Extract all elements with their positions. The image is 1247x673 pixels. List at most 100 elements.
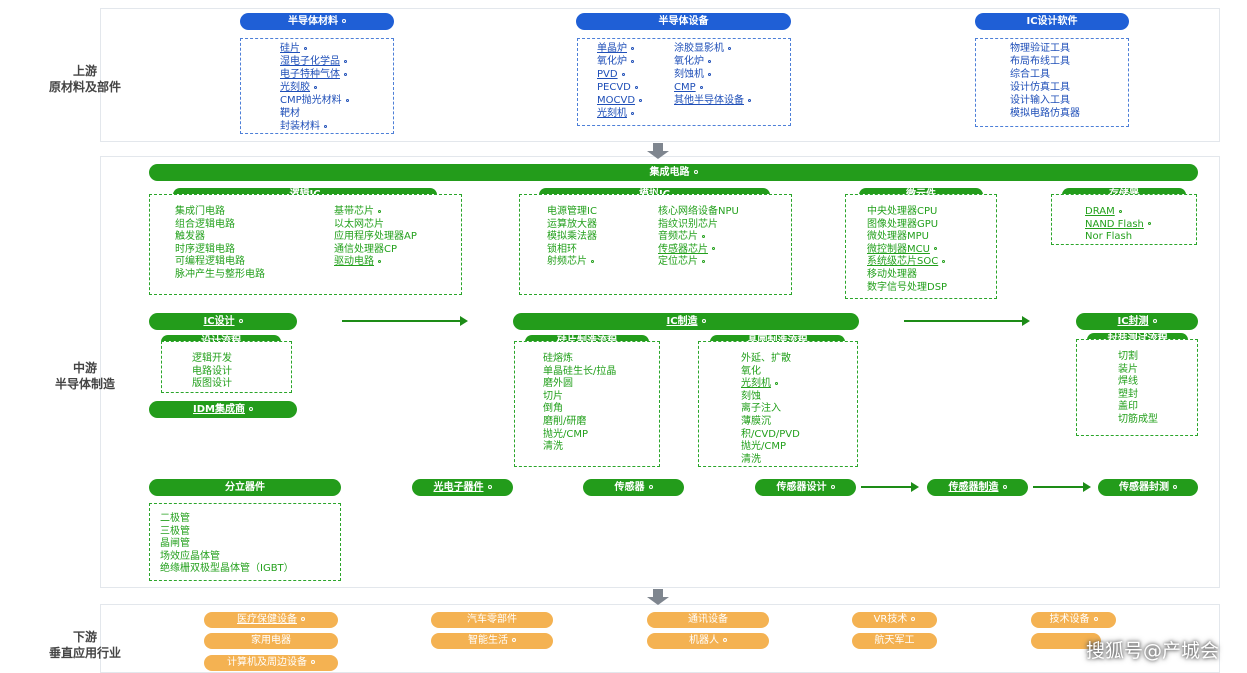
list-item[interactable]: 硅片 <box>280 43 307 56</box>
list-item: CMP抛光材料 <box>280 95 349 108</box>
list-item[interactable]: 驱动电路 <box>334 256 381 269</box>
downstream-item[interactable]: 家用电器 <box>204 633 338 649</box>
list-item[interactable]: 湿电子化学品 <box>280 56 347 69</box>
list-item[interactable]: NAND Flash <box>1085 219 1151 232</box>
downstream-item[interactable]: 通讯设备 <box>647 612 769 628</box>
flow-arrow-icon <box>1033 482 1091 492</box>
list-item: 模拟乘法器 <box>547 231 597 243</box>
list-item: 以太网芯片 <box>334 218 384 230</box>
ic-design-header[interactable]: IC设计 <box>149 313 297 330</box>
downstream-item[interactable]: 技术设备 <box>1031 612 1116 628</box>
list-item: 锁相环 <box>547 243 577 255</box>
micro-box <box>845 194 997 299</box>
list-item: 核心网络设备NPU <box>658 206 739 217</box>
ic-header[interactable]: 集成电路 <box>149 164 1198 181</box>
list-item: 氧化炉 <box>597 56 634 69</box>
list-item[interactable]: DRAM <box>1085 206 1122 219</box>
fab-flow-box <box>698 341 858 467</box>
list-item: 电源管理IC <box>547 206 597 217</box>
list-item: 版图设计 <box>192 378 232 390</box>
optoelectronic-header[interactable]: 光电子器件 <box>412 479 513 496</box>
list-item: 靶材 <box>280 108 300 119</box>
list-item: 综合工具 <box>1010 69 1050 80</box>
list-item: 薄膜沉 <box>741 416 771 427</box>
list-item: 积/CVD/PVD <box>741 428 800 440</box>
list-item: 清洗 <box>543 441 563 453</box>
list-item: 图像处理器GPU <box>867 218 939 230</box>
list-item: 倒角 <box>543 403 563 415</box>
downstream-item[interactable]: 智能生活 <box>431 633 553 649</box>
list-item: 切割 <box>1118 351 1138 362</box>
list-item: 刻蚀机 <box>674 69 711 82</box>
eda-box <box>975 38 1129 127</box>
ic-manufacture-header[interactable]: IC制造 <box>513 313 859 330</box>
downstream-item[interactable]: 计算机及周边设备 <box>204 655 338 671</box>
logic-ic-box <box>149 194 462 295</box>
flow-arrow-icon <box>904 316 1030 326</box>
list-item: PECVD <box>597 82 638 95</box>
list-item: 硅熔炼 <box>543 353 573 364</box>
equipment-box <box>577 38 791 126</box>
list-item[interactable]: PVD <box>597 69 625 82</box>
list-item: 定位芯片 <box>658 256 705 269</box>
list-item: 塑封 <box>1118 388 1138 400</box>
list-item: 集成门电路 <box>175 206 225 217</box>
sensor-package-header[interactable]: 传感器封测 <box>1098 479 1198 496</box>
list-item[interactable]: 系统级芯片SOC <box>867 256 946 269</box>
downstream-item[interactable]: 医疗保健设备 <box>204 612 338 628</box>
list-item[interactable]: CMP <box>674 82 703 95</box>
discrete-box <box>149 503 341 581</box>
list-item: 磨削/研磨 <box>543 416 587 427</box>
list-item: 焊线 <box>1118 376 1138 388</box>
equipment-header[interactable]: 半导体设备 <box>576 13 791 30</box>
list-item[interactable]: 电子特种气体 <box>280 69 347 82</box>
discrete-header[interactable]: 分立器件 <box>149 479 341 496</box>
list-item[interactable]: MOCVD <box>597 95 643 108</box>
list-item[interactable]: 微控制器MCU <box>867 244 937 257</box>
list-item[interactable]: 光刻机 <box>597 108 634 121</box>
downstream-item[interactable]: 汽车零部件 <box>431 612 553 628</box>
downstream-item[interactable]: VR技术 <box>852 612 937 628</box>
list-item: 外延、扩散 <box>741 353 791 364</box>
eda-header[interactable]: IC设计软件 <box>975 13 1129 30</box>
list-item: 刻蚀 <box>741 390 761 402</box>
list-item: 盖印 <box>1118 401 1138 413</box>
idm-header[interactable]: IDM集成商 <box>149 401 297 418</box>
ic-package-header[interactable]: IC封测 <box>1076 313 1198 330</box>
list-item: 数字信号处理DSP <box>867 281 948 293</box>
down-arrow-icon <box>647 589 669 605</box>
list-item: 中央处理器CPU <box>867 206 938 217</box>
design-flow-box <box>161 341 292 393</box>
list-item[interactable]: 传感器芯片 <box>658 244 715 257</box>
analog-ic-box <box>519 194 792 295</box>
list-item: 氧化炉 <box>674 56 711 69</box>
list-item: 布局布线工具 <box>1010 56 1070 67</box>
list-item[interactable]: 其他半导体设备 <box>674 95 751 108</box>
materials-box <box>240 38 394 134</box>
downstream-item-partial[interactable] <box>1031 633 1101 649</box>
list-item: 可编程逻辑电路 <box>175 256 245 268</box>
list-item: 二极管 <box>160 513 190 524</box>
list-item: 电路设计 <box>192 365 232 377</box>
materials-header[interactable]: 半导体材料 <box>240 13 394 30</box>
list-item: 应用程序处理器AP <box>334 231 417 243</box>
downstream-item[interactable]: 机器人 <box>647 633 769 649</box>
sensor-design-header[interactable]: 传感器设计 <box>755 479 856 496</box>
list-item: 绝缘栅双极型晶体管（IGBT） <box>160 563 294 575</box>
list-item: 运算放大器 <box>547 218 597 230</box>
list-item: 脉冲产生与整形电路 <box>175 269 265 280</box>
list-item: 清洗 <box>741 453 761 465</box>
list-item[interactable]: 光刻胶 <box>280 82 317 95</box>
list-item: 音频芯片 <box>658 231 705 244</box>
downstream-item[interactable]: 航天军工 <box>852 633 937 649</box>
flow-arrow-icon <box>342 316 468 326</box>
sensor-manufacture-header[interactable]: 传感器制造 <box>927 479 1028 496</box>
list-item[interactable]: 光刻机 <box>741 378 778 391</box>
upstream-label: 上游原材料及部件 <box>48 64 121 94</box>
list-item: 装片 <box>1118 363 1138 375</box>
list-item: 氧化 <box>741 365 761 377</box>
sensor-header[interactable]: 传感器 <box>583 479 684 496</box>
list-item: 时序逻辑电路 <box>175 243 235 255</box>
list-item: 抛光/CMP <box>543 428 589 440</box>
list-item[interactable]: 单晶炉 <box>597 43 634 56</box>
